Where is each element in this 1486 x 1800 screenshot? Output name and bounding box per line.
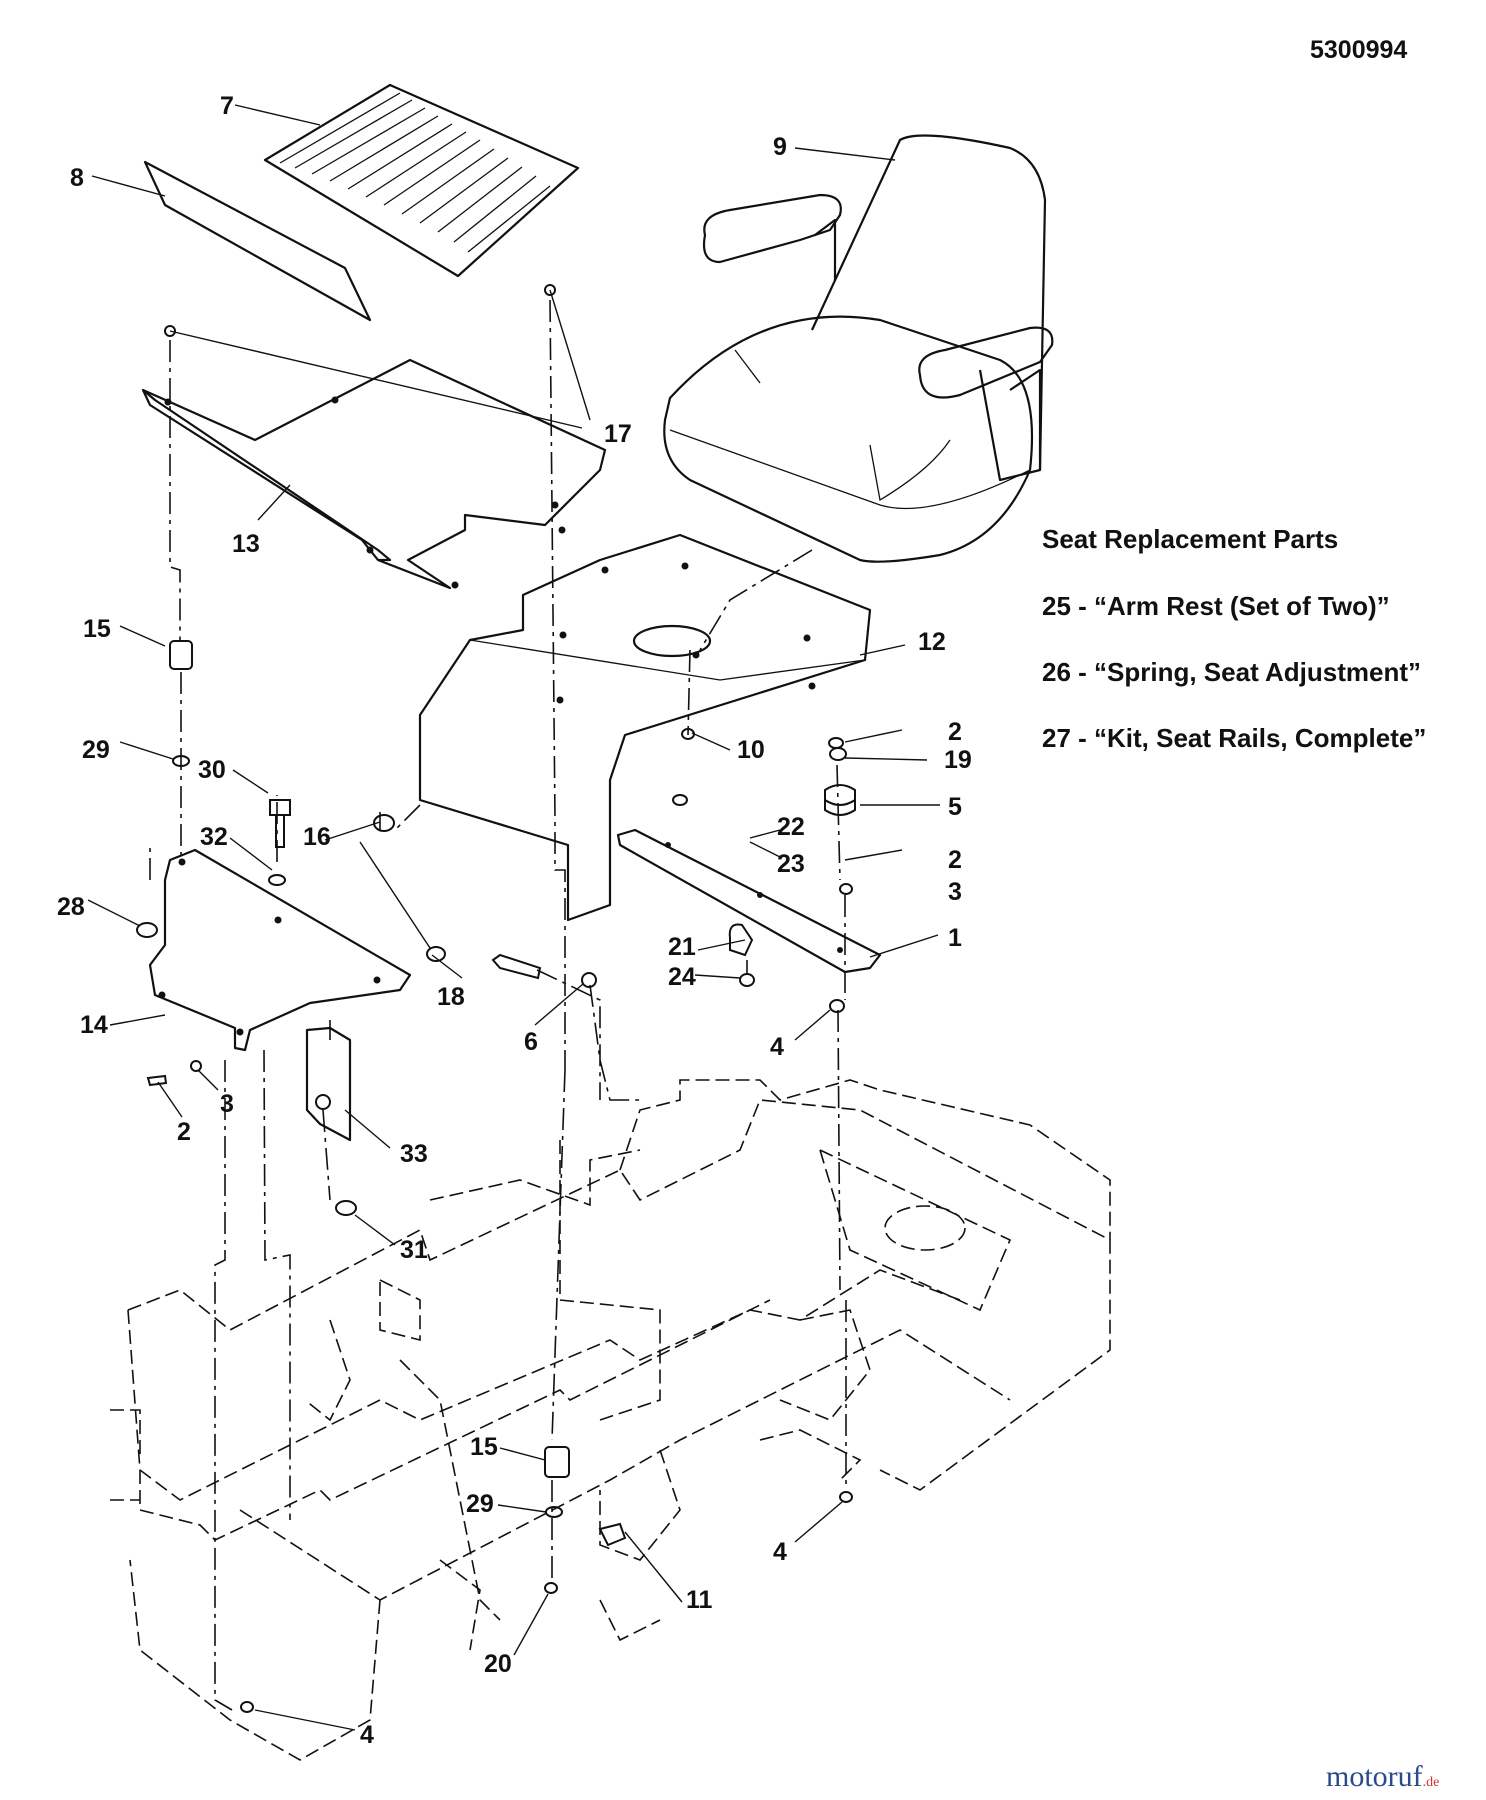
- callout-2: 2: [177, 1118, 191, 1146]
- callout-numbers: 7 9 8 17 13 12 15 10 2 19 29 30 5 32 16 …: [57, 92, 972, 1749]
- part-33-bracket: [305, 1026, 352, 1142]
- callout-4: 4: [770, 1033, 784, 1061]
- callout-16: 16: [303, 823, 331, 851]
- part-1-seat-rail: [616, 828, 882, 974]
- seat-parts-note-item: 26 - “Spring, Seat Adjustment”: [1042, 657, 1421, 687]
- callout-20: 20: [484, 1650, 512, 1678]
- callout-10: 10: [737, 736, 765, 764]
- watermark-brand: motoruf: [1326, 1760, 1423, 1793]
- callout-4: 4: [773, 1538, 787, 1566]
- callout-33: 33: [400, 1140, 428, 1168]
- callout-5: 5: [948, 793, 962, 821]
- callout-2: 2: [948, 718, 962, 746]
- part-7-seat-pad: [263, 83, 580, 278]
- callout-19: 19: [944, 746, 972, 774]
- callout-3: 3: [220, 1090, 234, 1118]
- callout-21: 21: [668, 933, 696, 961]
- hardware: [136, 284, 856, 1713]
- leader-lines: [87, 104, 940, 1731]
- callout-31: 31: [400, 1236, 428, 1264]
- callout-15: 15: [470, 1433, 498, 1461]
- callout-3: 3: [948, 878, 962, 906]
- callout-11: 11: [686, 1586, 713, 1614]
- seat-parts-note-item: 25 - “Arm Rest (Set of Two)”: [1042, 591, 1390, 621]
- callout-12: 12: [918, 628, 946, 656]
- callout-4: 4: [360, 1721, 374, 1749]
- seat-parts-note-title: Seat Replacement Parts: [1042, 524, 1339, 554]
- part-8-strip: [143, 160, 372, 322]
- callout-22: 22: [777, 813, 805, 841]
- mower-frame-outline: [110, 1079, 1111, 1761]
- drawing-number: 5300994: [1310, 36, 1408, 64]
- site-watermark: motoruf.de: [1326, 1760, 1439, 1794]
- callout-29: 29: [82, 736, 110, 764]
- callout-29: 29: [466, 1490, 494, 1518]
- callout-8: 8: [70, 164, 84, 192]
- callout-7: 7: [220, 92, 234, 120]
- callout-23: 23: [777, 850, 805, 878]
- watermark-suffix: .de: [1422, 1775, 1440, 1790]
- alignment-lines: [149, 299, 847, 1711]
- callout-32: 32: [200, 823, 228, 851]
- callout-9: 9: [773, 133, 787, 161]
- callout-13: 13: [232, 530, 260, 558]
- callout-30: 30: [198, 756, 226, 784]
- callout-1: 1: [948, 924, 962, 952]
- callout-14: 14: [80, 1011, 108, 1039]
- seat-parts-note-item: 27 - “Kit, Seat Rails, Complete”: [1042, 723, 1427, 753]
- callout-17: 17: [604, 420, 632, 448]
- callout-2: 2: [948, 846, 962, 874]
- callout-18: 18: [437, 983, 465, 1011]
- callout-15: 15: [83, 615, 111, 643]
- callout-24: 24: [668, 963, 696, 991]
- part-9-seat: [663, 134, 1054, 563]
- part-13-side-plate: [141, 358, 607, 590]
- callout-6: 6: [524, 1028, 538, 1056]
- callout-28: 28: [57, 893, 85, 921]
- part-14-rear-plate: [148, 848, 412, 1052]
